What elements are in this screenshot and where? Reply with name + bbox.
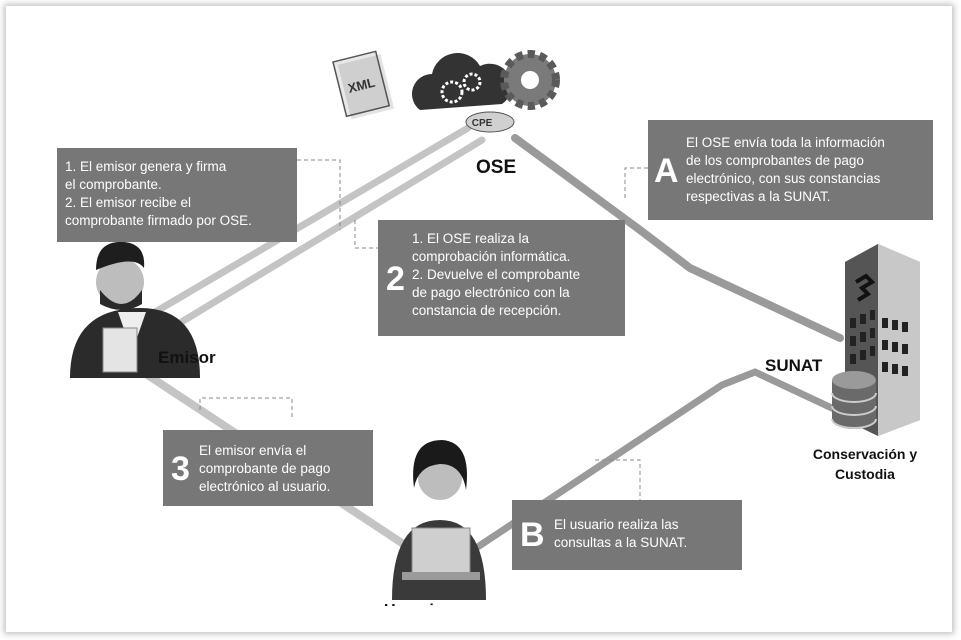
- step-3-box: 3 El emisor envía el comprobante de pago…: [163, 430, 373, 506]
- path-ose-to-emisor-lower: [156, 136, 486, 339]
- cpe-label: CPE: [472, 118, 493, 129]
- cloud-gears-icon: [411, 53, 512, 110]
- xml-document-icon: XML: [332, 50, 395, 120]
- ose-label: OSE: [476, 157, 517, 178]
- step-1-box: 1. El emisor genera y firma el comproban…: [57, 148, 297, 242]
- leader-lines: [199, 159, 650, 500]
- step-3-number: 3: [171, 450, 190, 488]
- path-emisor-to-ose-upper: [141, 124, 472, 322]
- path-ose-to-sunat: [511, 134, 844, 342]
- step-a-text: El OSE envía toda la información de los …: [686, 135, 885, 204]
- emisor-person-icon: [70, 241, 200, 378]
- step-2-box: 2 1. El OSE realiza la comprobación info…: [378, 220, 625, 336]
- step-b-box: B El usuario realiza las consultas a la …: [512, 500, 742, 570]
- emisor-label: Emisor: [158, 348, 216, 367]
- usuario-person-icon: [392, 440, 486, 600]
- cpe-icon: CPE: [465, 111, 515, 133]
- step-a-box: A El OSE envía toda la información de lo…: [648, 120, 933, 220]
- step-a-letter: A: [654, 152, 679, 190]
- usuario-label: Usuario: [384, 598, 444, 606]
- gear-icon: [500, 50, 560, 110]
- step-b-letter: B: [520, 516, 545, 554]
- xml-label: XML: [346, 75, 376, 96]
- step-3-text: El emisor envía el comprobante de pago e…: [199, 443, 331, 494]
- step-b-text: El usuario realiza las consultas a la SU…: [554, 517, 688, 550]
- conservacion-custodia-label: Conservación y Custodia: [812, 446, 918, 482]
- step-1-text: 1. El emisor genera y firma el comproban…: [65, 159, 252, 228]
- path-usuario-to-sunat: [466, 368, 840, 556]
- database-icon: [831, 371, 877, 429]
- step-2-number: 2: [386, 260, 405, 298]
- step-2-text: 1. El OSE realiza la comprobación inform…: [412, 231, 581, 318]
- sunat-label: SUNAT: [765, 356, 823, 375]
